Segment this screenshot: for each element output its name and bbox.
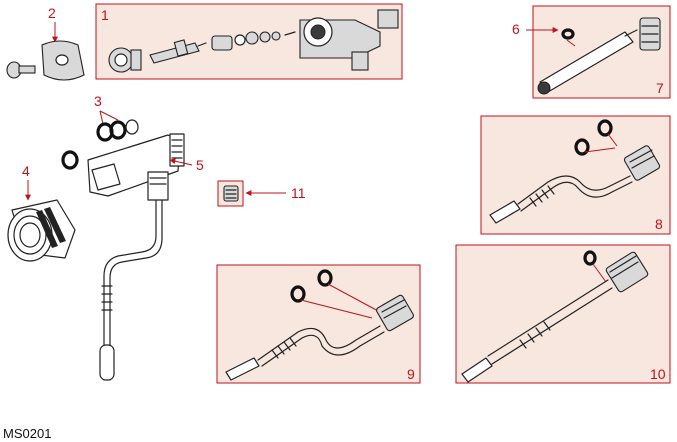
o-ring-icon [109, 120, 127, 140]
o-ring-icon [561, 28, 575, 40]
part-11-nut: 11 [217, 180, 306, 207]
tap-body-icon [87, 133, 185, 201]
callout-2: 2 [48, 5, 56, 21]
panel-7-tube: 6 7 [512, 5, 671, 99]
o-ring-icon [597, 119, 613, 137]
o-ring-icon [317, 269, 333, 287]
callout-6: 6 [512, 21, 520, 37]
screw-icon [6, 61, 36, 79]
wand-tube-icon [537, 17, 661, 95]
main-assembly: 5 [61, 133, 204, 381]
part-2-knob: 2 [6, 5, 85, 81]
o-ring-icon [574, 138, 590, 156]
steam-tip-icon [225, 294, 414, 381]
knob-icon [41, 40, 85, 81]
panel-8-wand: 8 [480, 115, 671, 235]
cap-icon [7, 199, 76, 262]
panel-9-wand: 9 [216, 264, 421, 384]
callout-4: 4 [22, 163, 30, 179]
washer-icon [125, 119, 139, 135]
o-ring-icon [290, 285, 306, 303]
steam-wand-icon [99, 199, 163, 381]
part-4-cap: 4 [7, 163, 76, 262]
hex-nut-icon [108, 47, 142, 73]
diagram-code: MS0201 [3, 426, 51, 441]
callout-1: 1 [101, 7, 109, 23]
valve-spindle-icon [149, 39, 207, 64]
o-ring-icon [61, 150, 79, 170]
o-ring-icon [583, 250, 597, 266]
callout-7: 7 [656, 80, 664, 96]
callout-11: 11 [291, 185, 306, 201]
valve-seals-icon [211, 31, 296, 51]
callout-3: 3 [94, 93, 102, 109]
steam-tip-icon [489, 145, 661, 224]
callout-9: 9 [407, 366, 415, 382]
panel-10-wand: 10 [455, 244, 671, 384]
panel-1-valve-exploded: 1 [95, 3, 403, 80]
callout-5: 5 [196, 157, 204, 173]
valve-body-icon [299, 9, 399, 71]
callout-10: 10 [650, 366, 666, 382]
steam-tip-icon [461, 251, 649, 383]
callout-8: 8 [655, 216, 663, 232]
part-3-seals: 3 [94, 93, 139, 142]
